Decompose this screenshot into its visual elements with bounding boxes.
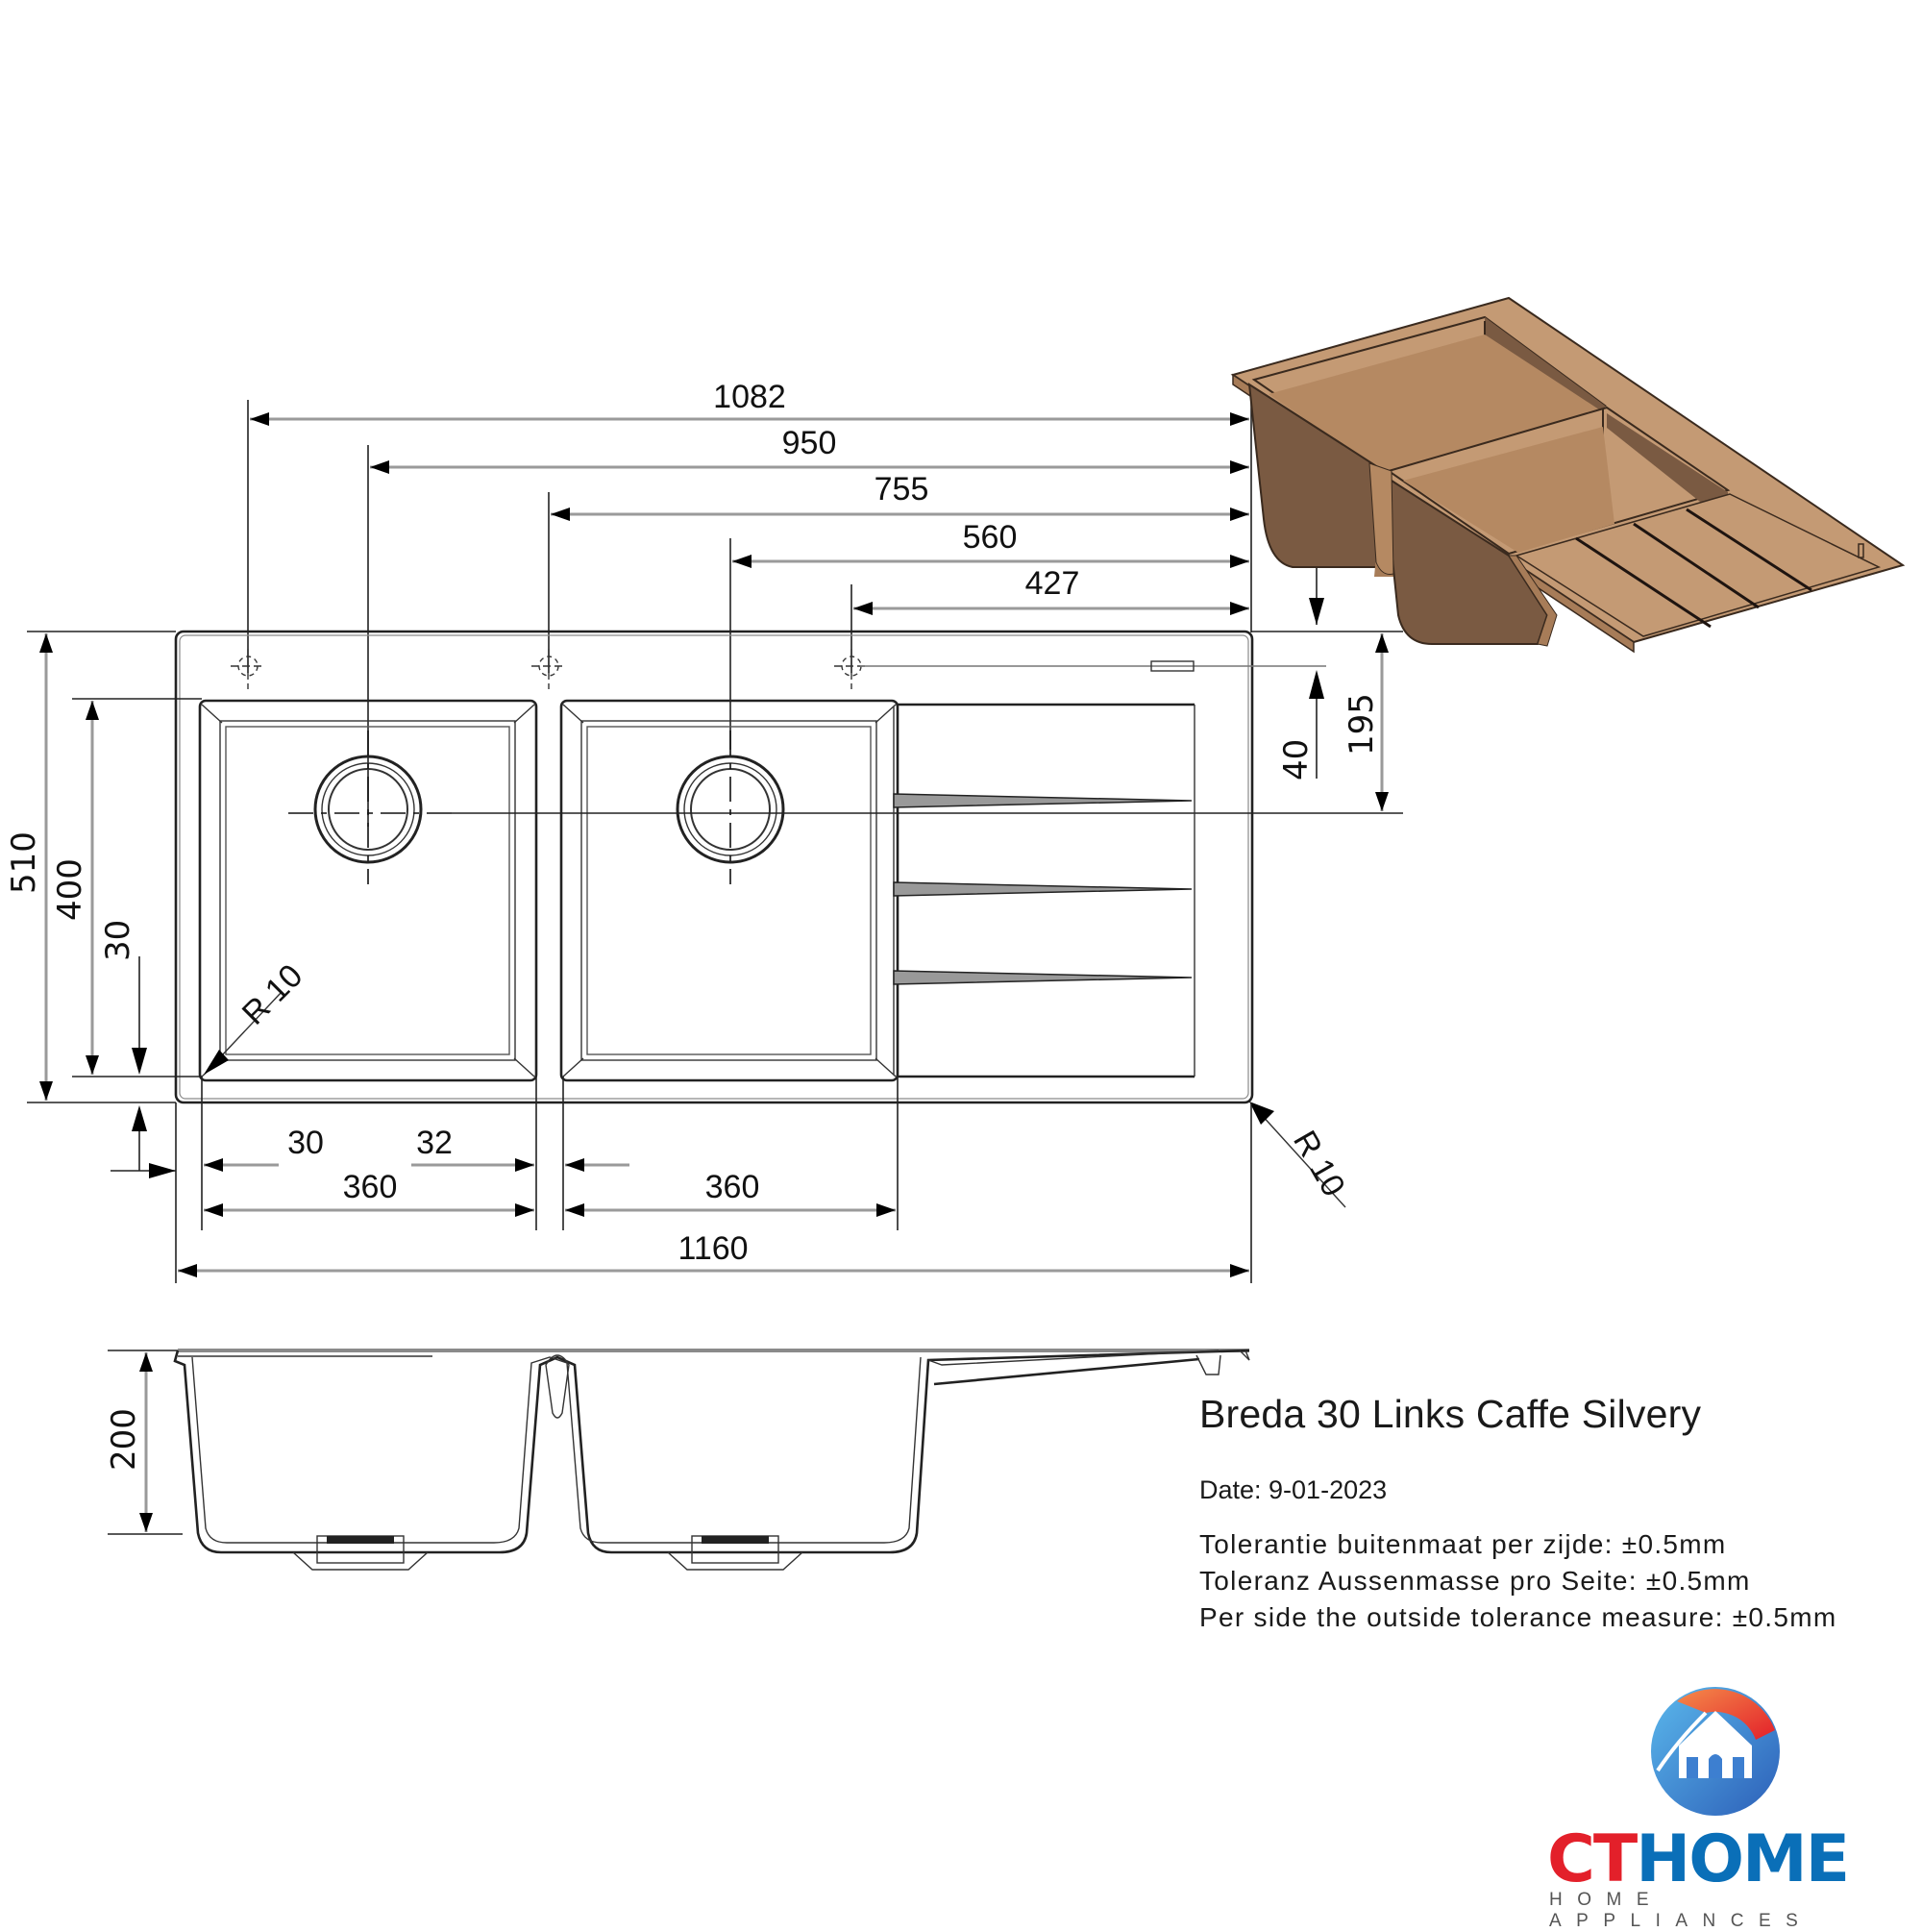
dimension-30-vertical: 30 <box>99 920 137 961</box>
tap-hole-marker <box>834 649 1326 689</box>
dimension-bowl2-width: 360 <box>705 1169 760 1205</box>
sink-section-view: 200 <box>105 1349 1250 1571</box>
drainer-groove <box>893 881 1193 897</box>
tap-hole-marker <box>531 649 566 689</box>
right-dimension-group: 40 195 R 10 <box>1249 565 1403 1208</box>
dimension-40: 40 <box>1277 739 1316 780</box>
product-title: Breda 30 Links Caffe Silvery <box>1199 1392 1702 1436</box>
sink-plan-view: R 10 <box>174 630 1403 1104</box>
left-dimension-group: 510 400 30 <box>5 631 202 1178</box>
drainer-board <box>893 703 1195 1078</box>
bottom-dimension-group: 30 32 360 360 1160 <box>175 1077 1252 1283</box>
outer-corner-radius-label: R 10 <box>1286 1125 1352 1202</box>
dimension-510: 510 <box>5 831 43 894</box>
drainer-groove <box>893 793 1193 808</box>
brand-wordmark: CTHOME <box>1547 1827 1850 1893</box>
top-dimension-group: 1082 950 755 560 427 <box>247 379 1252 827</box>
drawing-date: Date: 9-01-2023 <box>1199 1475 1388 1504</box>
dimension-427: 427 <box>1025 565 1080 602</box>
bowl-right <box>559 699 899 1082</box>
tolerance-note-dutch: Tolerantie buitenmaat per zijde: ±0.5mm <box>1199 1529 1727 1559</box>
brand-part-home: HOME <box>1636 1821 1850 1897</box>
brand-part-ct: CT <box>1547 1821 1638 1897</box>
dimension-overall-width: 1160 <box>678 1230 748 1267</box>
tolerance-note-english: Per side the outside tolerance measure: … <box>1199 1602 1837 1632</box>
tap-hole-marker <box>231 649 265 689</box>
bowl-left <box>198 699 538 1082</box>
inner-corner-radius-label: R 10 <box>235 957 310 1032</box>
dimension-950: 950 <box>782 425 837 461</box>
tolerance-note-german: Toleranz Aussenmasse pro Seite: ±0.5mm <box>1199 1566 1751 1596</box>
dimension-400: 400 <box>51 858 89 921</box>
dimension-32: 32 <box>416 1125 453 1161</box>
brand-tagline: HOME APPLIANCES <box>1549 1890 1813 1931</box>
title-block: Breda 30 Links Caffe Silvery Date: 9-01-… <box>1199 1392 1836 1636</box>
tolerance-notes: Tolerantie buitenmaat per zijde: ±0.5mm … <box>1199 1526 1836 1636</box>
cthome-logo-icon <box>1651 1687 1780 1816</box>
dimension-195: 195 <box>1343 693 1381 755</box>
dimension-30-horizontal: 30 <box>287 1125 324 1161</box>
dimension-1082: 1082 <box>713 379 786 415</box>
drainer-groove <box>893 970 1193 985</box>
dimension-755: 755 <box>875 471 929 508</box>
dimension-560: 560 <box>963 519 1018 556</box>
sink-3d-render <box>1230 296 1906 654</box>
dimension-bowl1-width: 360 <box>343 1169 398 1205</box>
dimension-depth-200: 200 <box>105 1408 143 1471</box>
overflow-slot <box>1150 660 1195 672</box>
